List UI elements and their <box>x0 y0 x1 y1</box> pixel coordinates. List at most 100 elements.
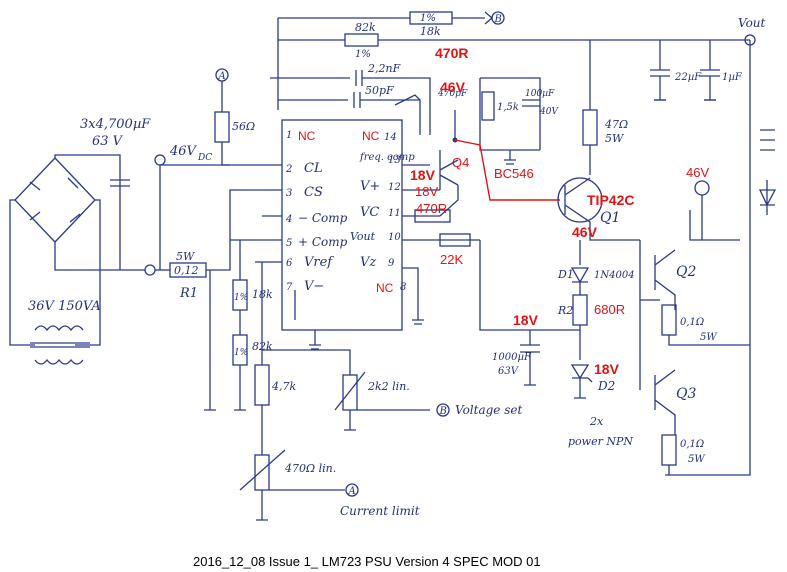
r1-val-label: 0,12 <box>174 264 199 277</box>
power-npn-2-label: power NPN <box>568 435 633 448</box>
comp-caps: 2,2nF 50pF 470pF <box>270 62 468 135</box>
pin-cl-label: CL <box>304 161 323 176</box>
d1-r2-chain: D1 1N4004 R2 D2 <box>557 240 635 398</box>
anno-18v-pin-b: 18V <box>415 184 438 199</box>
vout-terminal: Vout <box>738 16 766 46</box>
pin-freq-label: freq. comp <box>359 152 415 163</box>
node-b-voltage-set: B Voltage set <box>436 403 522 417</box>
pin-vminus-label: V− <box>304 279 324 294</box>
r47k-label: 4,7k <box>271 380 296 393</box>
c1000-v-label: 63V <box>498 366 520 377</box>
pin-comp-minus-label: − Comp <box>298 211 348 225</box>
svg-text:4: 4 <box>285 214 292 225</box>
nc-pin1: NC <box>298 129 316 143</box>
red-wire-q4-q1 <box>454 139 560 201</box>
node-a-top-label: A <box>218 71 226 82</box>
anno-46v-top: 46V <box>440 79 466 95</box>
svg-text:9: 9 <box>388 258 395 269</box>
r82k-top-label: 82k <box>355 21 376 34</box>
svg-text:11: 11 <box>388 208 401 219</box>
anno-bc546: BC546 <box>494 166 534 181</box>
ground-symbols <box>204 99 716 521</box>
current-limit-label: Current limit <box>340 504 420 518</box>
vdc-sub-label: DC <box>197 153 212 163</box>
vdc-label: 46V <box>169 144 198 159</box>
pin-vc-label: VC <box>360 205 379 220</box>
c50pf-label: 50pF <box>365 84 394 97</box>
d1-label: D1 <box>557 268 574 281</box>
c100uf-label: 100µF <box>525 89 555 99</box>
right-diode <box>758 129 777 215</box>
trafo-label: 36V 150VA <box>28 299 101 314</box>
voltage-set-label: Voltage set <box>455 403 522 417</box>
svg-text:13: 13 <box>388 155 401 166</box>
svg-text:B: B <box>439 406 447 417</box>
anno-470r-top: 470R <box>435 45 468 61</box>
r18k-pct-label: 1% <box>420 13 436 24</box>
anno-22k: 22K <box>440 252 463 267</box>
c22uf-label: 22µF <box>674 72 702 83</box>
r18k-top-label: 18k <box>420 25 441 38</box>
pin-vz-label: Vz <box>360 255 376 270</box>
svg-text:A: A <box>348 486 356 497</box>
r1k5-label: 1,5k <box>497 102 519 113</box>
pin-cs-label: CS <box>304 185 323 200</box>
svg-text:1: 1 <box>286 130 292 141</box>
r01a-label: 0,1Ω <box>680 317 704 328</box>
svg-text:2: 2 <box>285 164 292 175</box>
node-a-current-limit: A Current limit <box>269 483 420 518</box>
r82k-pct-label: 1% <box>355 49 371 60</box>
resistor-82k-top: 82k 1% <box>344 21 379 60</box>
svg-text:10: 10 <box>388 232 401 243</box>
svg-text:7: 7 <box>286 282 293 293</box>
r1-w-label: 5W <box>176 250 196 263</box>
resistor-18k-top: 1% 18k <box>409 11 453 38</box>
d1-part-label: 1N4004 <box>594 270 635 281</box>
pot2k2-label: 2k2 lin. <box>367 380 410 393</box>
q2-label: Q2 <box>676 264 696 280</box>
pin-vout-label: Vout <box>350 230 376 243</box>
svg-text:1%: 1% <box>234 293 248 303</box>
anno-tip42c: TIP42C <box>587 192 634 208</box>
c1000-label: 1000µF <box>492 352 532 363</box>
node-b-top-label: B <box>494 14 502 25</box>
dc-input-node: 46V DC <box>154 144 212 166</box>
caption: 2016_12_08 Issue 1_ LM723 PSU Version 4 … <box>193 554 541 569</box>
red-annotations: 470R 46V 18V 18V 470R Q4 BC546 TIP42C 46… <box>410 45 709 377</box>
vout-label: Vout <box>738 16 766 30</box>
node-a-top: A <box>215 68 229 112</box>
r56-label: 56Ω <box>232 120 255 133</box>
divider-resistors: 1% 18k 1% 82k <box>232 240 273 410</box>
anno-46v-right: 46V <box>686 165 709 180</box>
r47-label: 47Ω <box>604 118 628 131</box>
q2-q3-darlington: Q2 0,1Ω 5W Q3 0,1Ω 5W 2x power NPN <box>568 180 750 475</box>
resistor-r1: 5W 0,12 R1 <box>120 164 262 410</box>
r1-name-label: R1 <box>179 286 198 301</box>
anno-680r: 680R <box>594 302 625 317</box>
power-npn-1-label: 2x <box>589 415 604 428</box>
pin-vplus-label: V+ <box>360 179 380 194</box>
svg-text:5: 5 <box>286 238 292 249</box>
d2-label: D2 <box>597 379 615 393</box>
lm723-ic: 1 NC 2 CL 3 CS 4 − Comp 5 + Comp 6 Vref … <box>230 119 480 345</box>
main-caps: 3x4,700µF 63 V <box>80 117 151 187</box>
pin-comp-plus-label: + Comp <box>298 235 348 249</box>
c100uf-v-label: 40V <box>539 107 559 117</box>
pin-vref-label: Vref <box>304 255 334 270</box>
pot470-label: 470Ω lin. <box>284 462 336 475</box>
transformer: 36V 150VA <box>28 299 101 365</box>
q1-label: Q1 <box>600 210 620 226</box>
anno-18v-pin: 18V <box>410 167 436 183</box>
c1uf-label: 1µF <box>722 72 743 83</box>
anno-46v-q1: 46V <box>572 224 598 240</box>
voltage-set-chain: 4,7k 470Ω lin. 2k2 lin. <box>239 262 430 520</box>
nc-pin14: NC <box>362 129 380 143</box>
svg-text:6: 6 <box>286 258 293 269</box>
r47-w-label: 5W <box>605 132 625 145</box>
anno-q4: Q4 <box>452 155 469 170</box>
output-caps: 22µF 1µF <box>650 69 743 101</box>
c22nf-label: 2,2nF <box>367 62 401 75</box>
r2-label: R2 <box>557 304 573 317</box>
r01b-w-label: 5W <box>688 454 705 465</box>
